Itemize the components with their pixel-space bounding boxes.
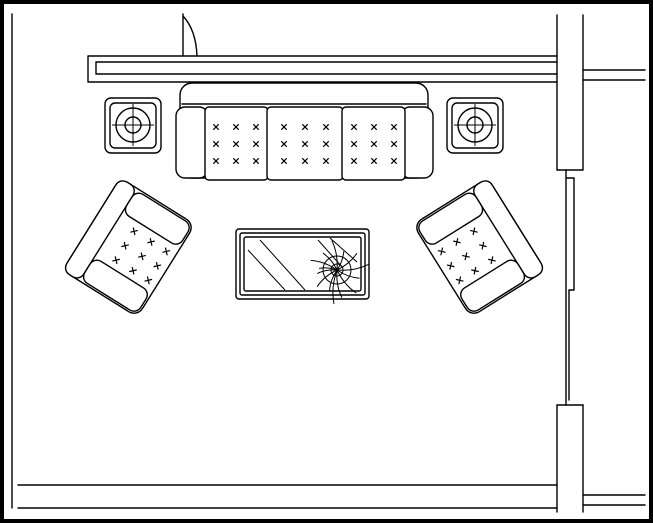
end-table-right bbox=[446, 97, 504, 154]
window bbox=[556, 169, 584, 406]
bottom-wall bbox=[17, 484, 558, 509]
armchair-left bbox=[64, 180, 192, 314]
plant bbox=[310, 240, 369, 304]
walls bbox=[11, 13, 646, 513]
coffee-table bbox=[235, 228, 370, 300]
right-side-wall-bottom bbox=[582, 494, 646, 506]
top-wall bbox=[87, 55, 558, 83]
sofa-tufts bbox=[213, 123, 397, 164]
sofa bbox=[175, 82, 434, 181]
door-swing bbox=[182, 13, 198, 57]
end-table-left bbox=[104, 97, 162, 154]
armchair-right bbox=[416, 180, 544, 314]
right-side-wall-top bbox=[582, 69, 646, 81]
